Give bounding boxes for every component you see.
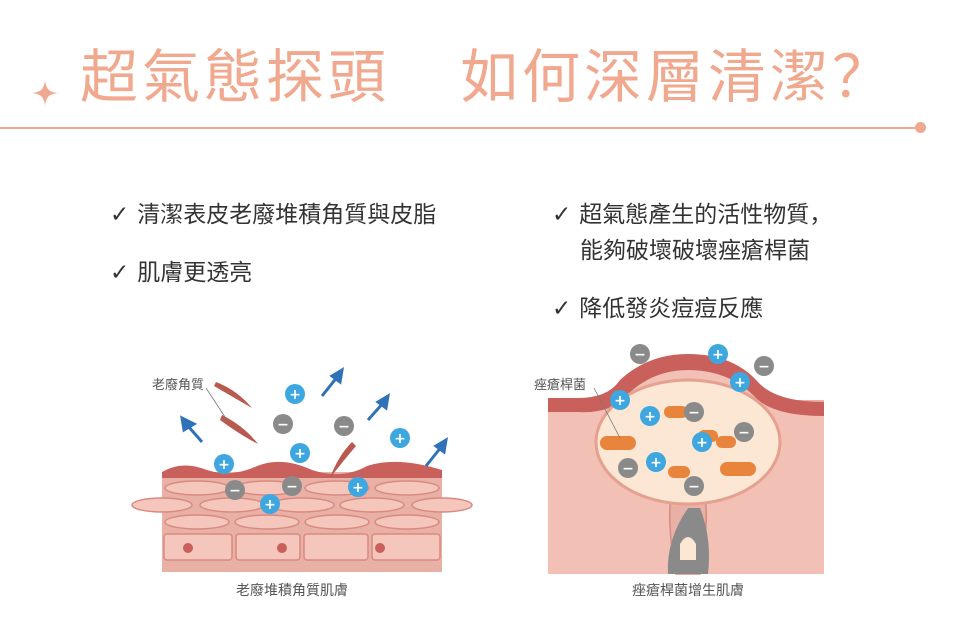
left-bullet-2: ✓ 肌膚更透亮 [110, 256, 252, 290]
svg-text:−: − [738, 425, 750, 441]
left-bullet-1: ✓ 清潔表皮老廢堆積角質與皮脂 [110, 198, 436, 232]
left-caption: 老廢堆積角質肌膚 [236, 583, 348, 599]
svg-text:−: − [688, 405, 700, 421]
svg-text:+: + [294, 446, 306, 462]
svg-text:+: + [218, 457, 230, 473]
svg-text:+: + [614, 393, 626, 409]
svg-text:+: + [734, 375, 746, 391]
bacteria-label: 痤瘡桿菌 [534, 378, 587, 393]
check-icon: ✓ [110, 260, 130, 286]
right-bullet-1-cont-text: 能夠破壞破壞痤瘡桿菌 [580, 238, 810, 264]
svg-text:−: − [634, 347, 646, 363]
right-bullet-1-cont: 能夠破壞破壞痤瘡桿菌 [580, 234, 810, 268]
svg-text:+: + [712, 347, 724, 363]
svg-text:−: − [229, 483, 241, 499]
dead-skin-label: 老廢角質 [152, 378, 205, 393]
check-icon: ✓ [552, 202, 572, 228]
svg-text:+: + [644, 409, 656, 425]
right-bullet-2-text: 降低發炎痘痘反應 [579, 296, 764, 322]
title-part-1: 超氣態探頭 [80, 43, 391, 111]
title-divider [0, 127, 920, 129]
svg-text:+: + [352, 480, 364, 496]
svg-text:+: + [650, 455, 662, 471]
svg-text:−: − [622, 461, 634, 477]
right-bullet-1: ✓ 超氣態產生的活性物質， [552, 198, 832, 232]
svg-text:+: + [696, 435, 708, 451]
check-icon: ✓ [110, 202, 130, 228]
right-bullet-2: ✓ 降低發炎痘痘反應 [552, 292, 763, 326]
svg-text:−: − [758, 359, 770, 375]
divider-dot [915, 122, 926, 133]
sparkle-icon [32, 80, 58, 106]
svg-text:+: + [394, 431, 406, 447]
left-bullet-1-text: 清潔表皮老廢堆積角質與皮脂 [137, 202, 437, 228]
left-bullet-2-text: 肌膚更透亮 [137, 260, 253, 286]
svg-text:+: + [264, 497, 276, 513]
right-caption: 痤瘡桿菌增生肌膚 [632, 583, 744, 599]
svg-text:−: − [277, 417, 289, 433]
title-part-2: 如何深層清潔？ [460, 43, 895, 111]
svg-text:−: − [286, 479, 298, 495]
right-bullet-1-text: 超氣態產生的活性物質， [579, 202, 833, 228]
acne-illustration: − + − + + + − − + − + − [548, 344, 824, 575]
svg-text:+: + [289, 387, 301, 403]
svg-text:−: − [688, 479, 700, 495]
svg-text:−: − [338, 419, 350, 435]
check-icon: ✓ [552, 296, 572, 322]
dead-skin-illustration: + − − + + + − − + + [131, 367, 473, 572]
page-title: 超氣態探頭 如何深層清潔？ [80, 30, 940, 114]
